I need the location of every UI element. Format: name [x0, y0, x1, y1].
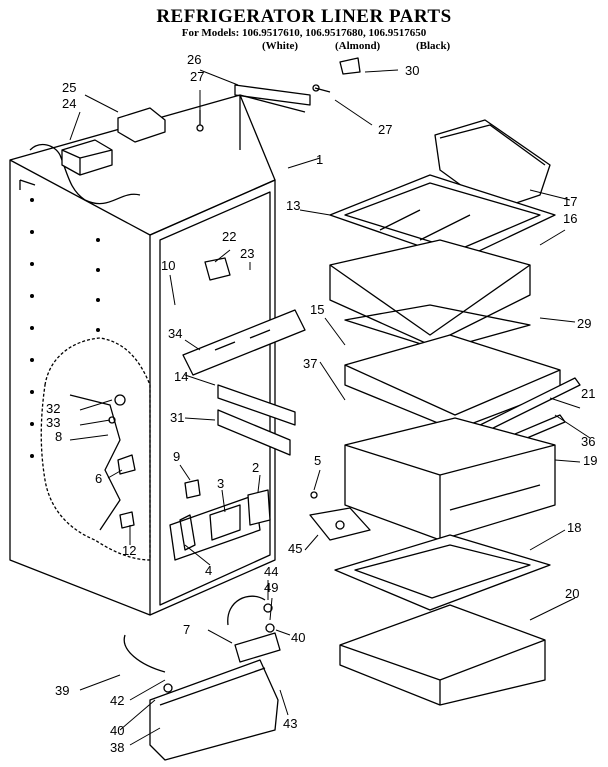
water-parts — [123, 595, 281, 761]
callout-3: 3 — [217, 476, 224, 491]
callout-19: 19 — [583, 453, 597, 468]
color-white: (White) — [262, 40, 299, 52]
callout-14: 14 — [174, 369, 188, 384]
callout-8: 8 — [55, 429, 62, 444]
callout-13: 13 — [286, 198, 300, 213]
models-line: For Models: 106.9517610, 106.9517680, 10… — [181, 27, 427, 39]
callout-17: 17 — [563, 194, 577, 209]
callout-7: 7 — [183, 622, 190, 637]
wiring-harness — [40, 337, 151, 561]
callout-labels: 1 2 3 4 5 6 7 8 9 10 12 13 14 15 16 17 1… — [46, 52, 597, 755]
callout-27-right: 27 — [378, 122, 392, 137]
callout-32: 32 — [46, 401, 60, 416]
callout-39: 39 — [55, 683, 69, 698]
callout-45: 45 — [288, 541, 302, 556]
top-parts — [61, 57, 361, 176]
callout-18: 18 — [567, 520, 581, 535]
diagram-title: REFRIGERATOR LINER PARTS — [156, 6, 452, 27]
callout-12: 12 — [122, 543, 136, 558]
callout-16: 16 — [563, 211, 577, 226]
callout-30: 30 — [405, 63, 419, 78]
callout-22: 22 — [222, 229, 236, 244]
callout-15: 15 — [310, 302, 324, 317]
callout-43: 43 — [283, 716, 297, 731]
callout-33: 33 — [46, 415, 60, 430]
color-black: (Black) — [416, 40, 451, 52]
callout-6: 6 — [95, 471, 102, 486]
callout-23: 23 — [240, 246, 254, 261]
callout-20: 20 — [565, 586, 579, 601]
callout-49: 49 — [264, 580, 278, 595]
callout-25: 25 — [62, 80, 76, 95]
leader-lines — [69, 69, 591, 746]
callout-38: 38 — [110, 740, 124, 755]
callout-44: 44 — [264, 564, 278, 579]
callout-10: 10 — [161, 258, 175, 273]
callout-24: 24 — [62, 96, 76, 111]
callout-40-right: 40 — [291, 630, 305, 645]
callout-31: 31 — [170, 410, 184, 425]
callout-34: 34 — [168, 326, 182, 341]
callout-27-top: 27 — [190, 69, 204, 84]
callout-36: 36 — [581, 434, 595, 449]
callout-40-bottom: 40 — [110, 723, 124, 738]
color-almond: (Almond) — [335, 40, 381, 52]
callout-5: 5 — [314, 453, 321, 468]
middle-parts — [182, 257, 371, 541]
callout-42: 42 — [110, 693, 124, 708]
callout-29: 29 — [577, 316, 591, 331]
callout-37: 37 — [303, 356, 317, 371]
callout-9: 9 — [173, 449, 180, 464]
callout-4: 4 — [205, 563, 212, 578]
callout-2: 2 — [252, 460, 259, 475]
callout-1: 1 — [316, 152, 323, 167]
callout-26: 26 — [187, 52, 201, 67]
shelves-and-pans — [329, 119, 581, 706]
callout-21: 21 — [581, 386, 595, 401]
